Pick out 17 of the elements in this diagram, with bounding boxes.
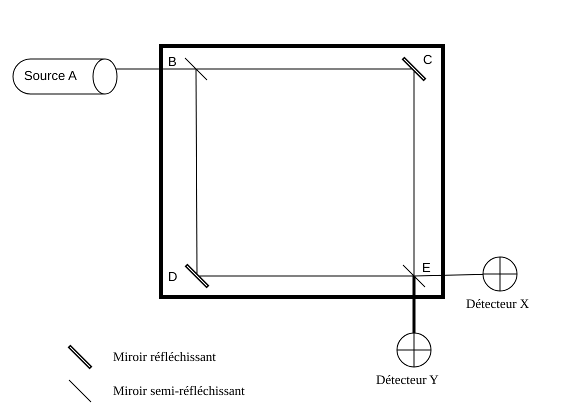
light-beam xyxy=(414,274,484,276)
mirror-letter: E xyxy=(422,260,431,275)
detector-label: Détecteur X xyxy=(466,296,530,312)
source-label: Source A xyxy=(24,68,77,83)
light-beam xyxy=(196,68,198,276)
mirror-letter: D xyxy=(168,269,178,284)
mirror-letter: B xyxy=(168,54,177,69)
detector-symbol xyxy=(482,256,518,292)
legend-label: Miroir réfléchissant xyxy=(113,349,216,365)
mirror-letter: C xyxy=(423,52,432,67)
mirror-symbol xyxy=(184,263,210,289)
light-beam xyxy=(196,68,414,70)
detector-symbol xyxy=(396,332,432,368)
detector-label: Détecteur Y xyxy=(376,372,439,388)
legend-label: Miroir semi-réfléchissant xyxy=(113,383,245,399)
semi-mirror-symbol xyxy=(183,56,209,82)
light-beam xyxy=(412,276,416,333)
